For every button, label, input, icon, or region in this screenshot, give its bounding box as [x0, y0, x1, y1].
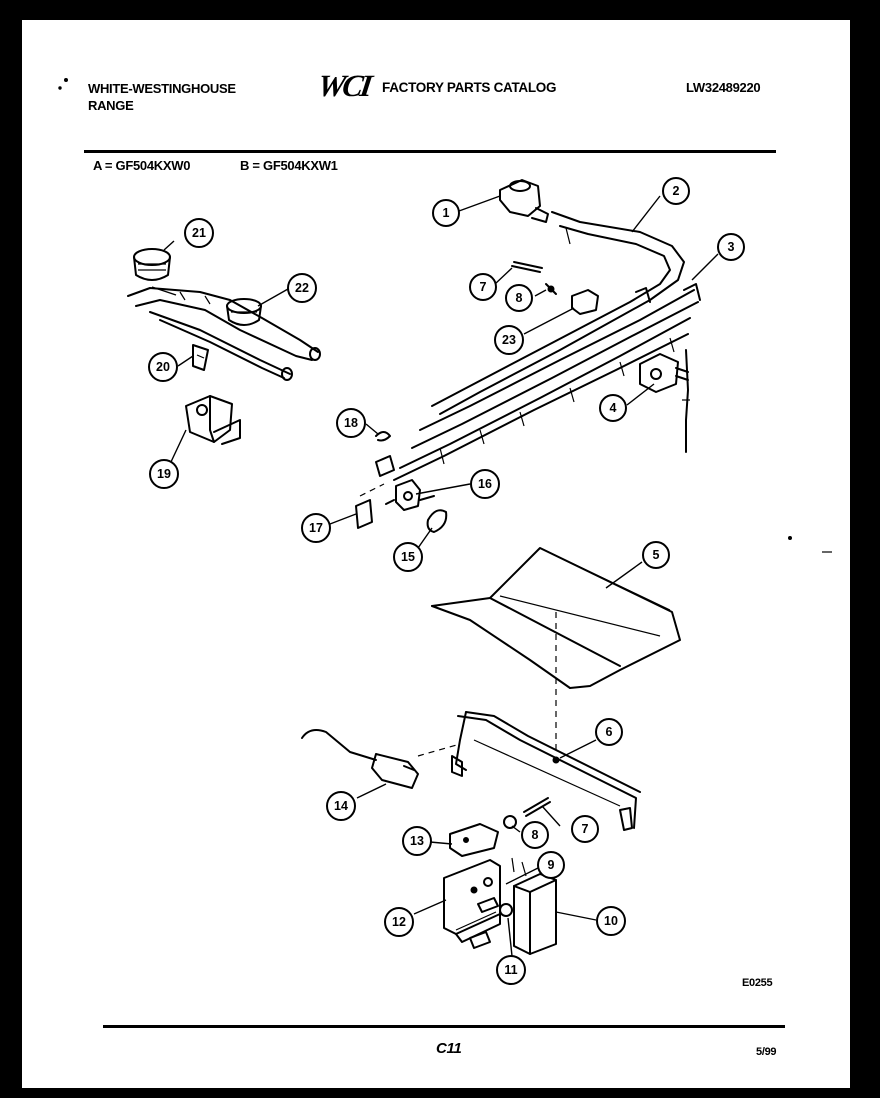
catalog-title: FACTORY PARTS CATALOG [382, 80, 557, 95]
svg-text:8: 8 [532, 828, 539, 842]
date-code: 5/99 [756, 1046, 777, 1058]
callout-5: 5 [642, 541, 670, 569]
svg-text:4: 4 [610, 401, 617, 415]
callout-20: 20 [148, 352, 178, 382]
brand-name: WHITE-WESTINGHOUSE [88, 81, 236, 96]
svg-text:7: 7 [582, 822, 589, 836]
svg-text:18: 18 [344, 416, 358, 430]
callout-16: 16 [470, 469, 500, 499]
svg-text:23: 23 [502, 333, 516, 347]
svg-text:19: 19 [157, 467, 171, 481]
svg-text:2: 2 [673, 184, 680, 198]
svg-text:7: 7 [480, 280, 487, 294]
callout-22: 22 [287, 273, 317, 303]
callout-7-lower: 7 [571, 815, 599, 843]
callout-7: 7 [469, 273, 497, 301]
callout-8: 8 [505, 284, 533, 312]
callout-11: 11 [496, 955, 526, 985]
svg-text:14: 14 [334, 799, 348, 813]
callout-18: 18 [336, 408, 366, 438]
callout-23: 23 [494, 325, 524, 355]
svg-text:17: 17 [309, 521, 323, 535]
callout-10: 10 [596, 906, 626, 936]
heat-shield [431, 547, 681, 750]
paper-sheet [22, 20, 850, 1088]
callout-19: 19 [149, 459, 179, 489]
callout-3: 3 [717, 233, 745, 261]
callout-9: 9 [537, 851, 565, 879]
svg-text:16: 16 [478, 477, 492, 491]
callout-4: 4 [599, 394, 627, 422]
svg-text:5: 5 [653, 548, 660, 562]
catalog-number: LW32489220 [686, 80, 761, 95]
callout-13: 13 [402, 826, 432, 856]
svg-text:8: 8 [516, 291, 523, 305]
callout-12: 12 [384, 907, 414, 937]
callout-21: 21 [184, 218, 214, 248]
product-type: RANGE [88, 98, 134, 113]
burner-assembly-left [127, 248, 321, 445]
header-rule [84, 150, 776, 153]
page-code: C11 [436, 1040, 462, 1057]
callout-6: 6 [595, 718, 623, 746]
svg-text:9: 9 [548, 858, 555, 872]
svg-text:13: 13 [410, 834, 424, 848]
svg-text:22: 22 [295, 281, 309, 295]
lower-bracket [301, 711, 641, 857]
callout-14: 14 [326, 791, 356, 821]
callout-8-lower: 8 [521, 821, 549, 849]
svg-text:6: 6 [606, 725, 613, 739]
control-bracket [443, 857, 557, 955]
callout-17: 17 [301, 513, 331, 543]
svg-text:15: 15 [401, 550, 415, 564]
figure-code: E0255 [742, 977, 773, 989]
svg-text:1: 1 [443, 206, 450, 220]
model-b-label: B = GF504KXW1 [240, 158, 338, 173]
svg-text:3: 3 [728, 240, 735, 254]
footer-rule [103, 1025, 785, 1028]
svg-text:12: 12 [392, 915, 406, 929]
svg-text:11: 11 [504, 963, 517, 977]
manifold-assembly [355, 179, 701, 533]
callout-15: 15 [393, 542, 423, 572]
callout-2: 2 [662, 177, 690, 205]
svg-text:10: 10 [604, 914, 618, 928]
leader-lines [151, 195, 719, 957]
callout-1: 1 [432, 199, 460, 227]
model-a-label: A = GF504KXW0 [93, 158, 191, 173]
svg-text:21: 21 [192, 226, 206, 240]
svg-text:20: 20 [156, 360, 170, 374]
